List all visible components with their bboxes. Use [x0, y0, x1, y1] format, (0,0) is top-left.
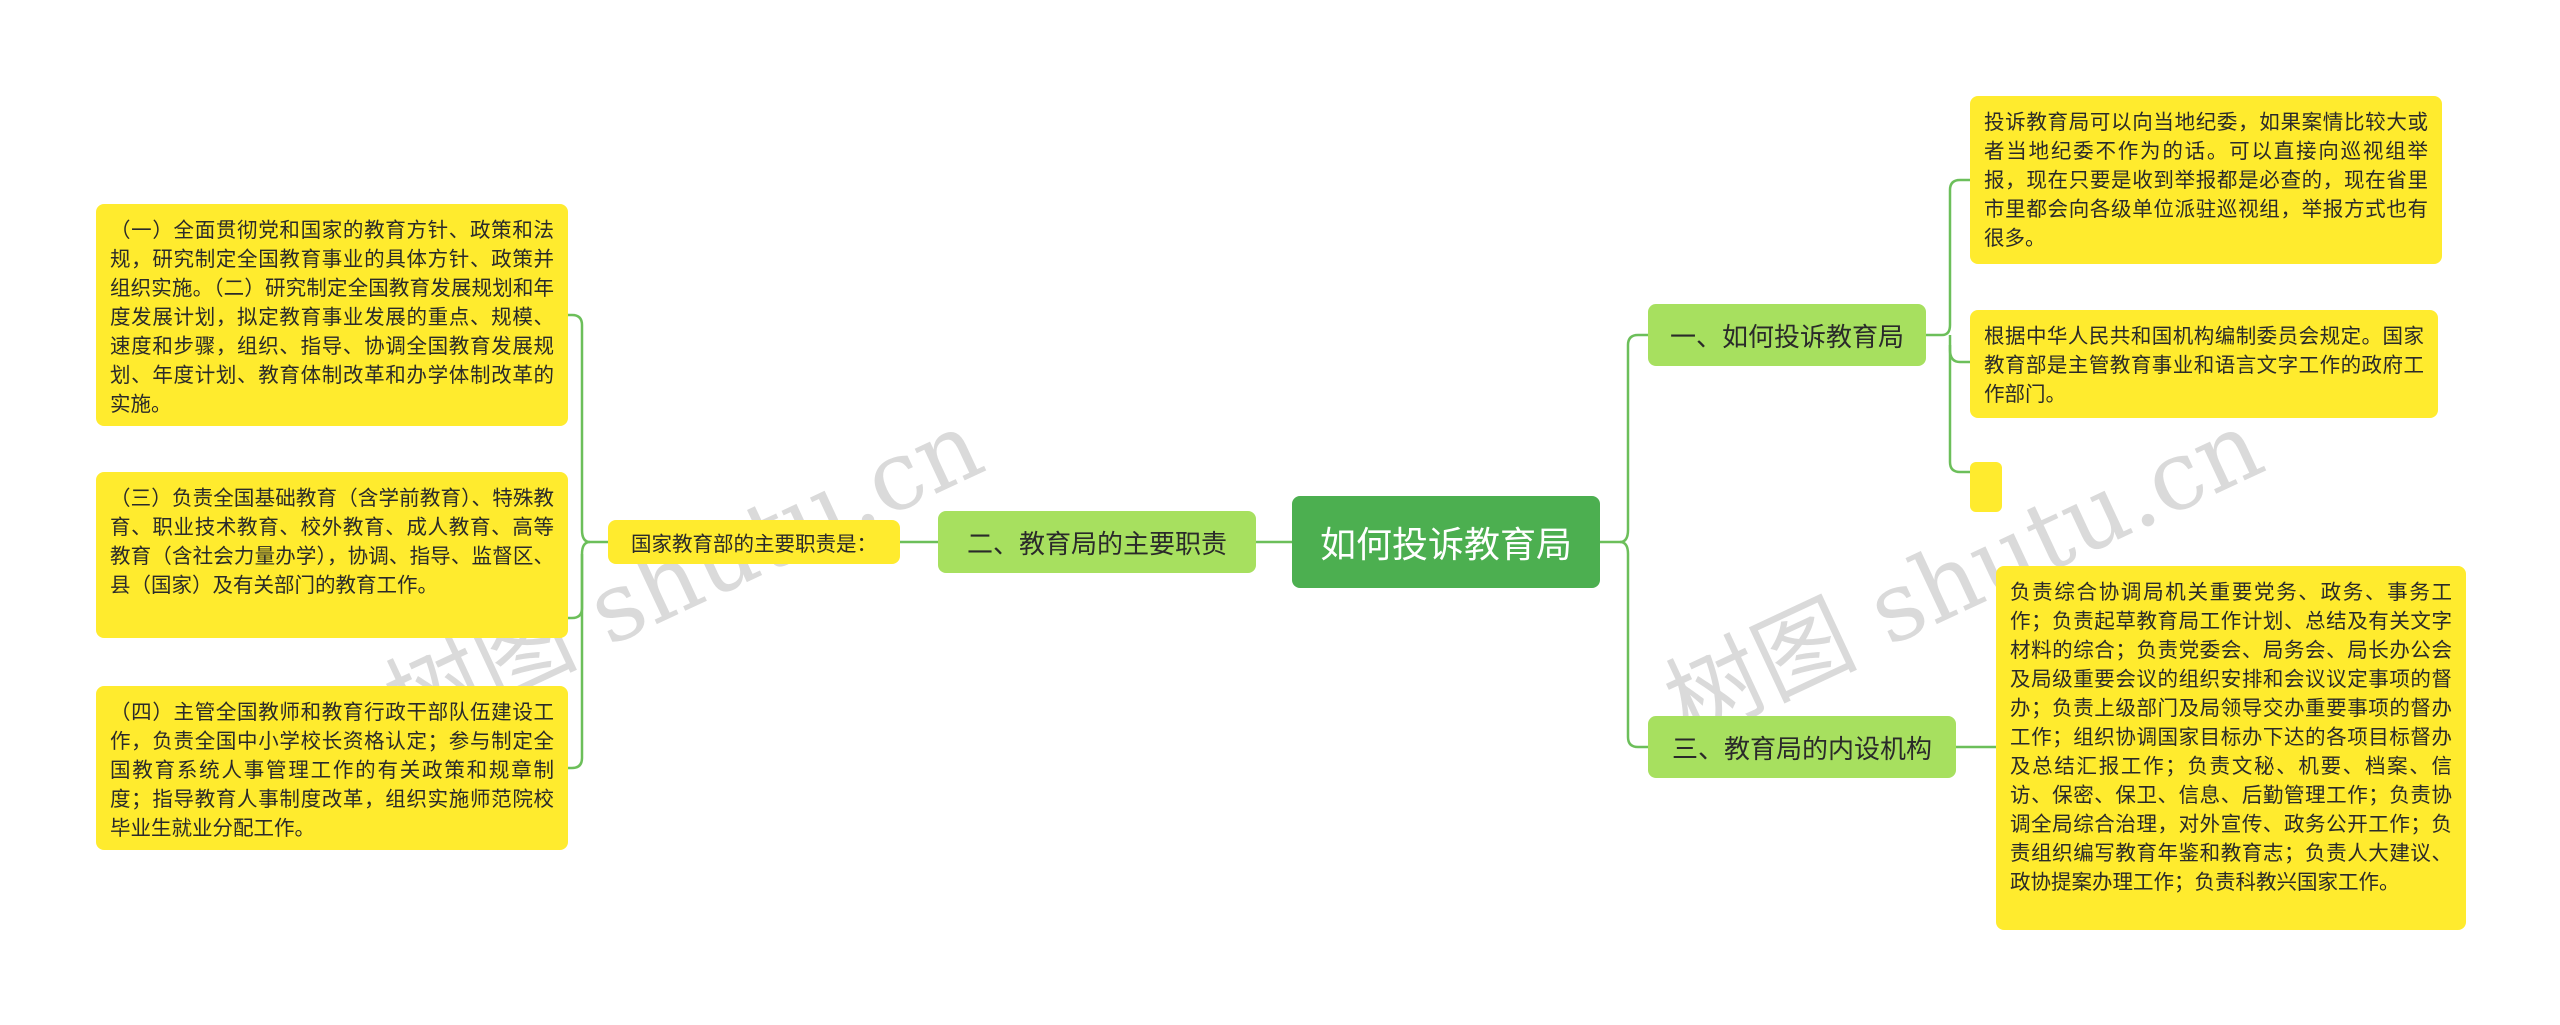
- branch-how-to-complain-label: 一、如何投诉教育局: [1669, 322, 1904, 353]
- leaf-text: 投诉教育局可以向当地纪委，如果案情比较大或者当地纪委不作为的话。可以直接向巡视组…: [1984, 110, 2428, 250]
- branch-main-duties[interactable]: 二、教育局的主要职责: [938, 511, 1256, 573]
- branch-internal-structure-label: 三、教育局的内设机构: [1671, 734, 1932, 765]
- leaf-duty-4[interactable]: （四）主管全国教师和教育行政干部队伍建设工作，负责全国中小学校长资格认定；参与制…: [96, 686, 568, 850]
- sub-ministry-duties-label: 国家教育部的主要职责是：: [631, 532, 877, 556]
- leaf-text: 根据中华人民共和国机构编制委员会规定。国家教育部是主管教育事业和语言文字工作的政…: [1984, 324, 2424, 406]
- leaf-text: （三）负责全国基础教育（含学前教育）、特殊教育、职业技术教育、校外教育、成人教育…: [110, 486, 554, 597]
- leaf-empty[interactable]: [1970, 462, 2002, 512]
- leaf-complain-channels[interactable]: 投诉教育局可以向当地纪委，如果案情比较大或者当地纪委不作为的话。可以直接向巡视组…: [1970, 96, 2442, 264]
- branch-how-to-complain[interactable]: 一、如何投诉教育局: [1648, 304, 1926, 366]
- sub-ministry-duties[interactable]: 国家教育部的主要职责是：: [608, 520, 900, 564]
- leaf-ministry-definition[interactable]: 根据中华人民共和国机构编制委员会规定。国家教育部是主管教育事业和语言文字工作的政…: [1970, 310, 2438, 418]
- leaf-text: （一）全面贯彻党和国家的教育方针、政策和法规，研究制定全国教育事业的具体方针、政…: [110, 218, 554, 416]
- leaf-text: （四）主管全国教师和教育行政干部队伍建设工作，负责全国中小学校长资格认定；参与制…: [110, 700, 554, 840]
- branch-main-duties-label: 二、教育局的主要职责: [966, 529, 1227, 560]
- leaf-duty-1-2[interactable]: （一）全面贯彻党和国家的教育方针、政策和法规，研究制定全国教育事业的具体方针、政…: [96, 204, 568, 426]
- center-topic[interactable]: 如何投诉教育局: [1292, 496, 1600, 588]
- leaf-duty-3[interactable]: （三）负责全国基础教育（含学前教育）、特殊教育、职业技术教育、校外教育、成人教育…: [96, 472, 568, 638]
- branch-internal-structure[interactable]: 三、教育局的内设机构: [1648, 716, 1956, 778]
- leaf-text: 负责综合协调局机关重要党务、政务、事务工作；负责起草教育局工作计划、总结及有关文…: [2010, 580, 2452, 894]
- center-topic-label: 如何投诉教育局: [1319, 525, 1572, 566]
- leaf-internal-duties[interactable]: 负责综合协调局机关重要党务、政务、事务工作；负责起草教育局工作计划、总结及有关文…: [1996, 566, 2466, 930]
